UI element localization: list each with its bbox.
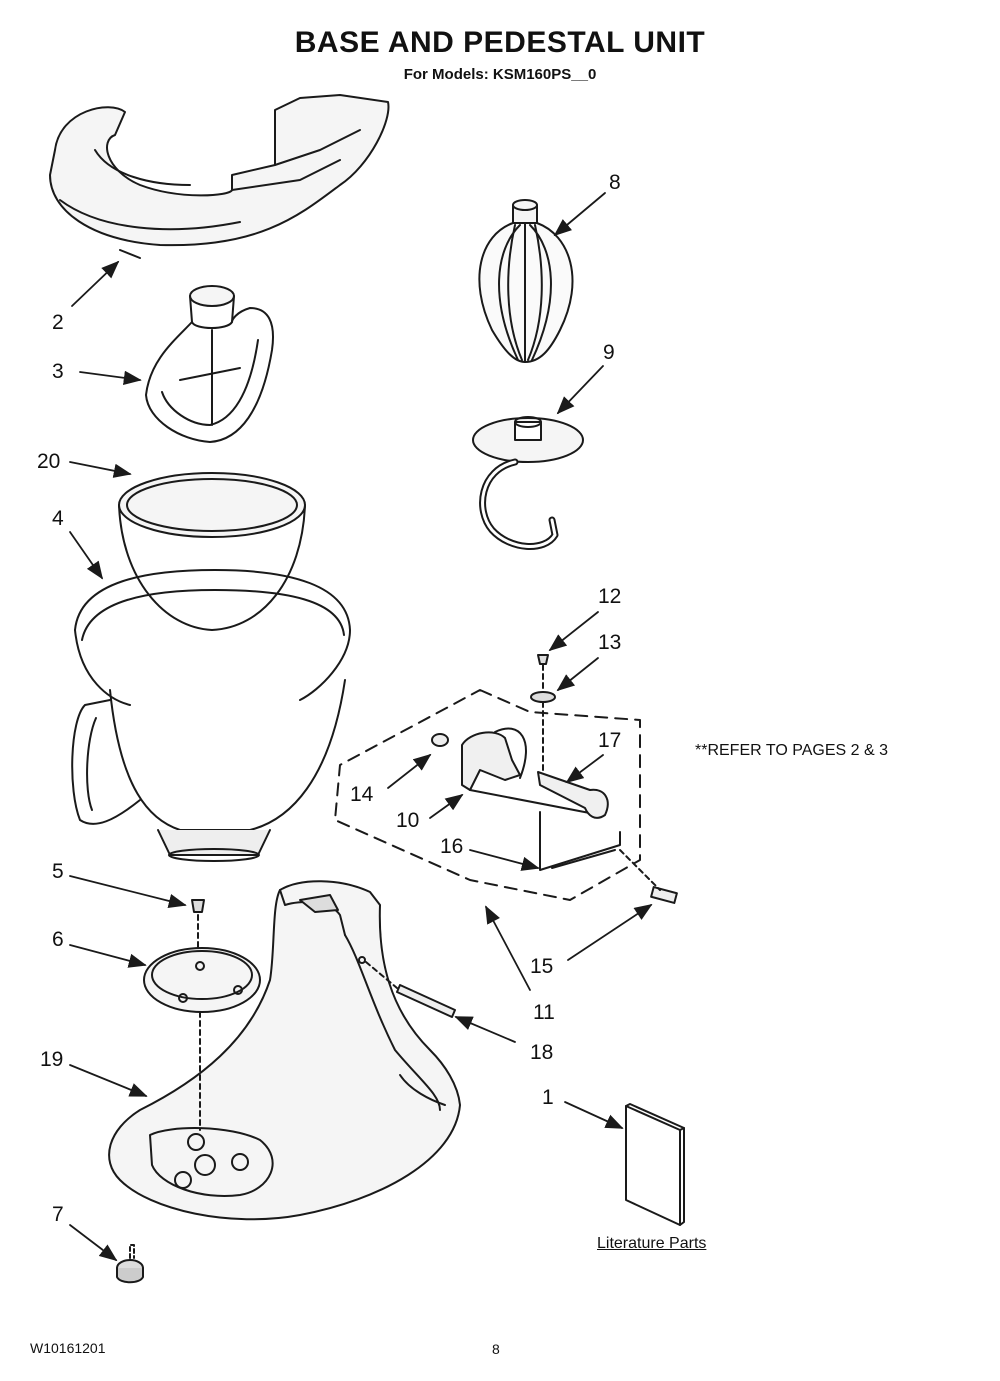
callout-13: 13 — [598, 631, 622, 654]
callout-3: 3 — [52, 360, 64, 383]
pin-part — [396, 984, 456, 1018]
foot-part — [116, 1244, 144, 1284]
callout-12: 12 — [598, 585, 622, 608]
callout-7: 7 — [52, 1203, 64, 1226]
callout-16: 16 — [440, 835, 464, 858]
pedestal-base-part — [108, 880, 461, 1221]
callout-18: 18 — [530, 1041, 554, 1064]
callout-2: 2 — [52, 311, 64, 334]
wire-whip-part — [478, 199, 574, 363]
callout-6: 6 — [52, 928, 64, 951]
dough-hook-part — [472, 416, 584, 550]
leader-arrows — [69, 192, 653, 1262]
callout-9: 9 — [603, 341, 615, 364]
small-bowl-part — [118, 472, 306, 631]
callout-20: 20 — [37, 450, 61, 473]
models-subtitle: For Models: KSM160PS__0 — [403, 66, 597, 83]
document-number: W10161201 — [30, 1340, 106, 1356]
refer-note: **REFER TO PAGES 2 & 3 — [695, 742, 888, 759]
pouring-shield-part — [49, 94, 390, 259]
large-bowl-part — [71, 569, 351, 862]
callout-17: 17 — [598, 729, 622, 752]
callout-5: 5 — [52, 860, 64, 883]
screw-washer-12-13 — [530, 654, 556, 781]
assembly-group-outline — [334, 689, 641, 901]
callout-10: 10 — [396, 809, 420, 832]
page-number: 8 — [492, 1341, 500, 1357]
callout-11: 11 — [533, 1001, 555, 1024]
callout-8: 8 — [609, 171, 621, 194]
callout-1: 1 — [542, 1086, 554, 1109]
callout-19: 19 — [40, 1048, 64, 1071]
flat-beater-part — [145, 285, 274, 443]
hinge-assembly-parts — [431, 727, 678, 904]
page-title: BASE AND PEDESTAL UNIT — [294, 26, 706, 59]
plate-screw-5-6 — [143, 899, 261, 1131]
callout-15: 15 — [530, 955, 554, 978]
literature-book — [625, 1103, 685, 1226]
callout-14: 14 — [350, 783, 374, 806]
callout-4: 4 — [52, 507, 64, 530]
literature-parts-label: Literature Parts — [597, 1235, 707, 1252]
